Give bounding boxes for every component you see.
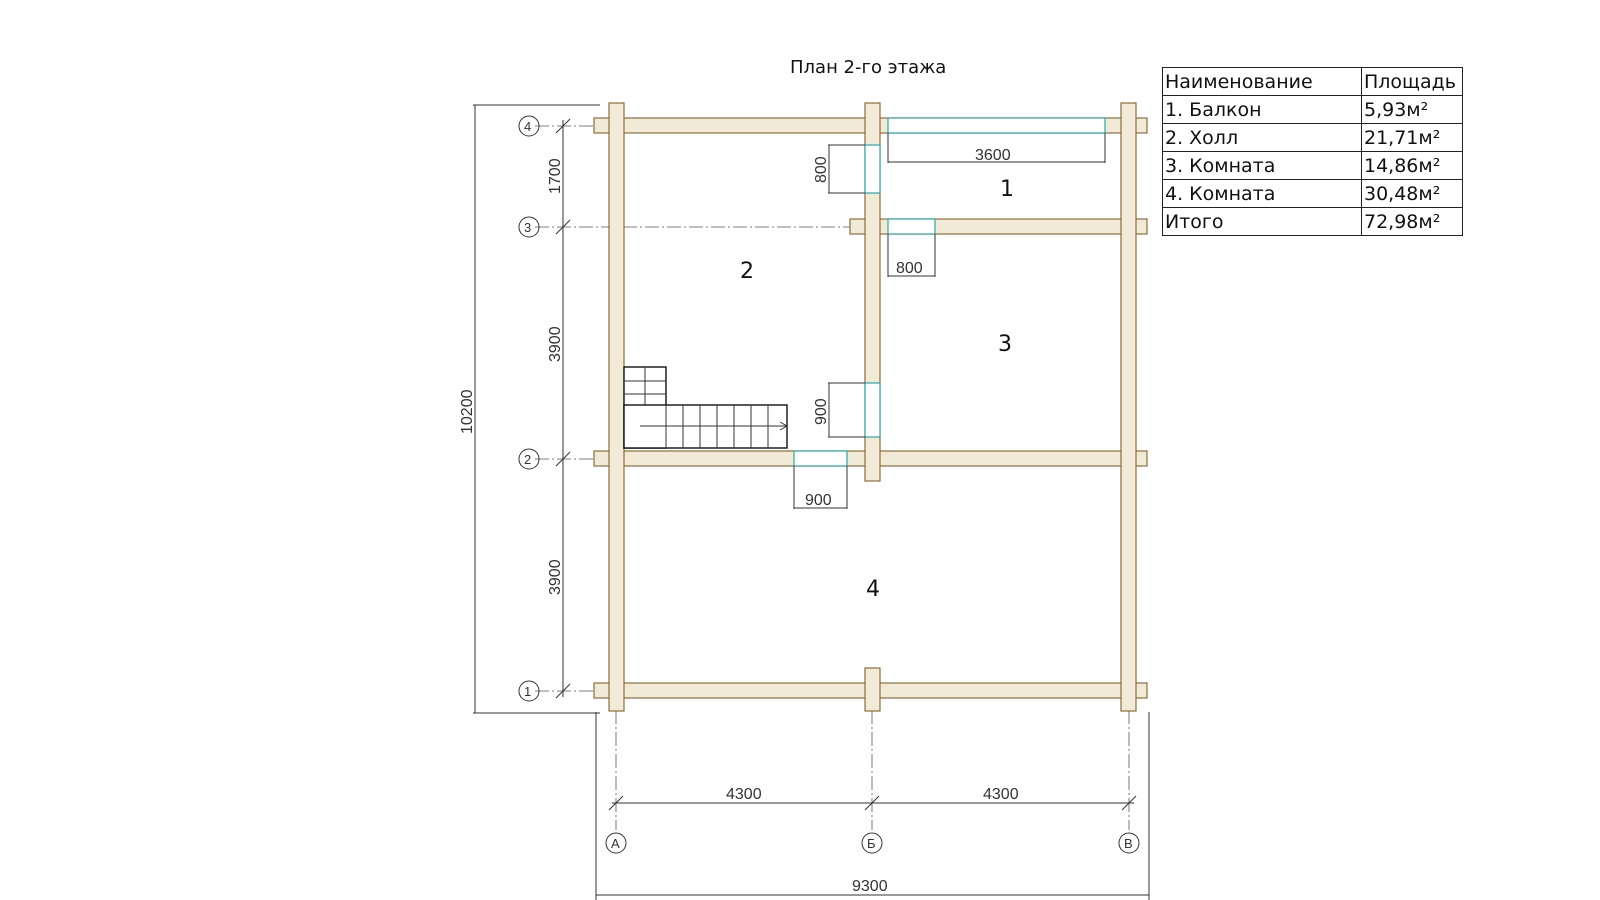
- axis-markers-horizontal: 4 3 2 1: [518, 115, 540, 702]
- table-row: 2. Холл 21,71м²: [1162, 123, 1463, 152]
- room-name: 3. Комната: [1162, 151, 1362, 180]
- axis-label-4: 4: [524, 119, 531, 134]
- axis-label-b: Б: [867, 836, 876, 851]
- room-number-2: 2: [740, 259, 754, 284]
- axis-label-a: А: [611, 836, 620, 851]
- dim-left-3900-a: 3900: [547, 326, 564, 362]
- room-name: 4. Комната: [1162, 179, 1362, 208]
- table-header-name: Наименование: [1162, 67, 1362, 96]
- table-row: 3. Комната 14,86м²: [1162, 151, 1463, 180]
- room-number-4: 4: [866, 577, 880, 602]
- room-number-1: 1: [1000, 177, 1014, 202]
- total-area: 72,98м²: [1361, 207, 1463, 236]
- room-numbers: 1 2 3 4: [740, 177, 1014, 602]
- dim-door-room3: 800: [896, 260, 923, 277]
- room-area: 30,48м²: [1361, 179, 1463, 208]
- plan-title: План 2-го этажа: [790, 57, 946, 78]
- dim-door-room3-side: 900: [813, 398, 830, 425]
- axis-label-2: 2: [524, 452, 531, 467]
- room-area: 5,93м²: [1361, 95, 1463, 124]
- room-area: 14,86м²: [1361, 151, 1463, 180]
- table-row: 1. Балкон 5,93м²: [1162, 95, 1463, 124]
- door-balcony: [864, 144, 881, 194]
- openings: [793, 117, 1106, 467]
- table-header-row: Наименование Площадь: [1162, 67, 1463, 96]
- axis-label-3: 3: [524, 220, 531, 235]
- stair: [623, 366, 789, 449]
- door-room4: [793, 450, 848, 467]
- dim-balcony: 3600: [975, 147, 1011, 164]
- balcony-opening: [887, 117, 1106, 134]
- left-dimensions: 1700 3900 3900 10200: [459, 104, 600, 714]
- dim-door-balcony: 800: [813, 156, 830, 183]
- axis-markers-vertical: А Б В: [605, 832, 1140, 854]
- table-row: 4. Комната 30,48м²: [1162, 179, 1463, 208]
- bottom-dimensions: 4300 4300 9300: [595, 712, 1150, 900]
- table-total-row: Итого 72,98м²: [1162, 207, 1463, 236]
- dim-left-total: 10200: [459, 389, 476, 434]
- dim-bottom-4300-a: 4300: [726, 786, 762, 803]
- table-header-area: Площадь: [1361, 67, 1463, 96]
- axis-label-v: В: [1124, 836, 1133, 851]
- dim-left-3900-b: 3900: [547, 559, 564, 595]
- total-label: Итого: [1162, 207, 1362, 236]
- dim-bottom-4300-b: 4300: [983, 786, 1019, 803]
- room-number-3: 3: [998, 332, 1012, 357]
- door-room3: [887, 218, 936, 235]
- room-name: 1. Балкон: [1162, 95, 1362, 124]
- inner-dimensions: 3600 800 800 900 900: [793, 133, 1106, 509]
- room-area: 21,71м²: [1361, 123, 1463, 152]
- room-name: 2. Холл: [1162, 123, 1362, 152]
- dim-door-room4: 900: [805, 492, 832, 509]
- area-table: Наименование Площадь 1. Балкон 5,93м² 2.…: [1162, 67, 1463, 236]
- dim-left-1700: 1700: [547, 158, 564, 194]
- dim-bottom-total: 9300: [852, 878, 888, 895]
- door-room3-side: [864, 382, 881, 438]
- axis-label-1: 1: [524, 684, 531, 699]
